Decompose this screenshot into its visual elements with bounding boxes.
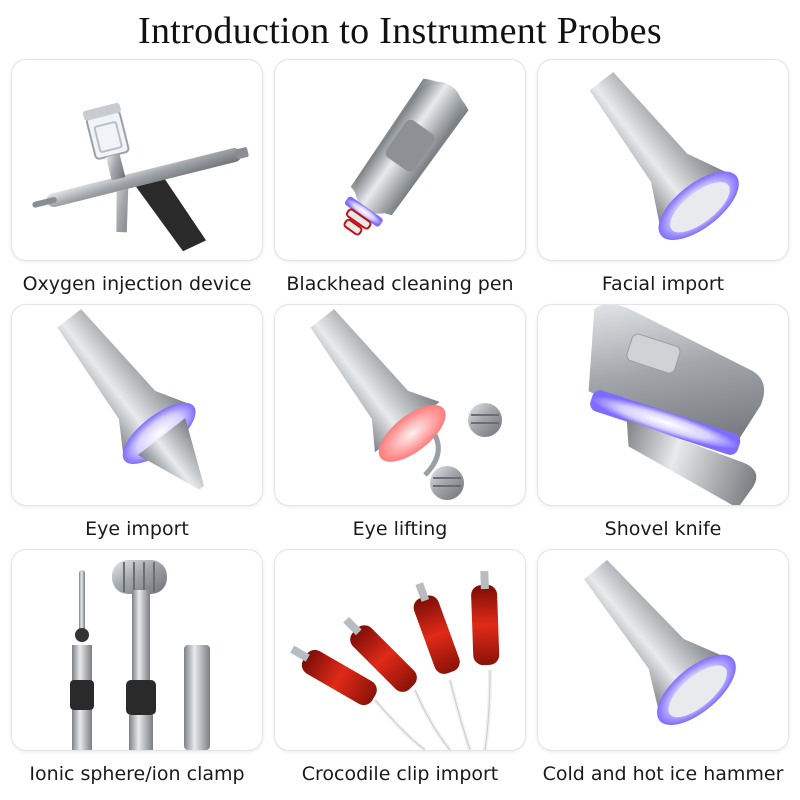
pen-probe-icon [343,78,469,236]
roller-probe-icon [310,309,502,500]
probe-label: Facial import [601,273,725,295]
probe-label: Ionic sphere/ion clamp [29,763,245,785]
probe-label: Eye lifting [352,518,448,540]
eye-probe-icon [57,309,205,490]
probe-label: Shovel knife [604,518,722,540]
ion-rod-icon [70,560,210,750]
probe-grid: Oxygen injection device Blackhead cleani… [0,60,800,800]
probe-label: Oxygen injection device [22,273,252,295]
spatula-probe-icon [588,305,765,505]
probe-label: Cold and hot ice hammer [542,763,784,785]
probe-label: Blackhead cleaning pen [286,273,514,295]
page-title: Introduction to Instrument Probes [138,10,662,52]
probe-label: Eye import [85,518,189,540]
airbrush-icon [32,102,249,252]
crocodile-clip-icon [290,570,500,750]
facial-probe-icon [589,71,739,240]
ice-hammer-icon [584,559,736,725]
probe-label: Crocodile clip import [301,763,499,785]
